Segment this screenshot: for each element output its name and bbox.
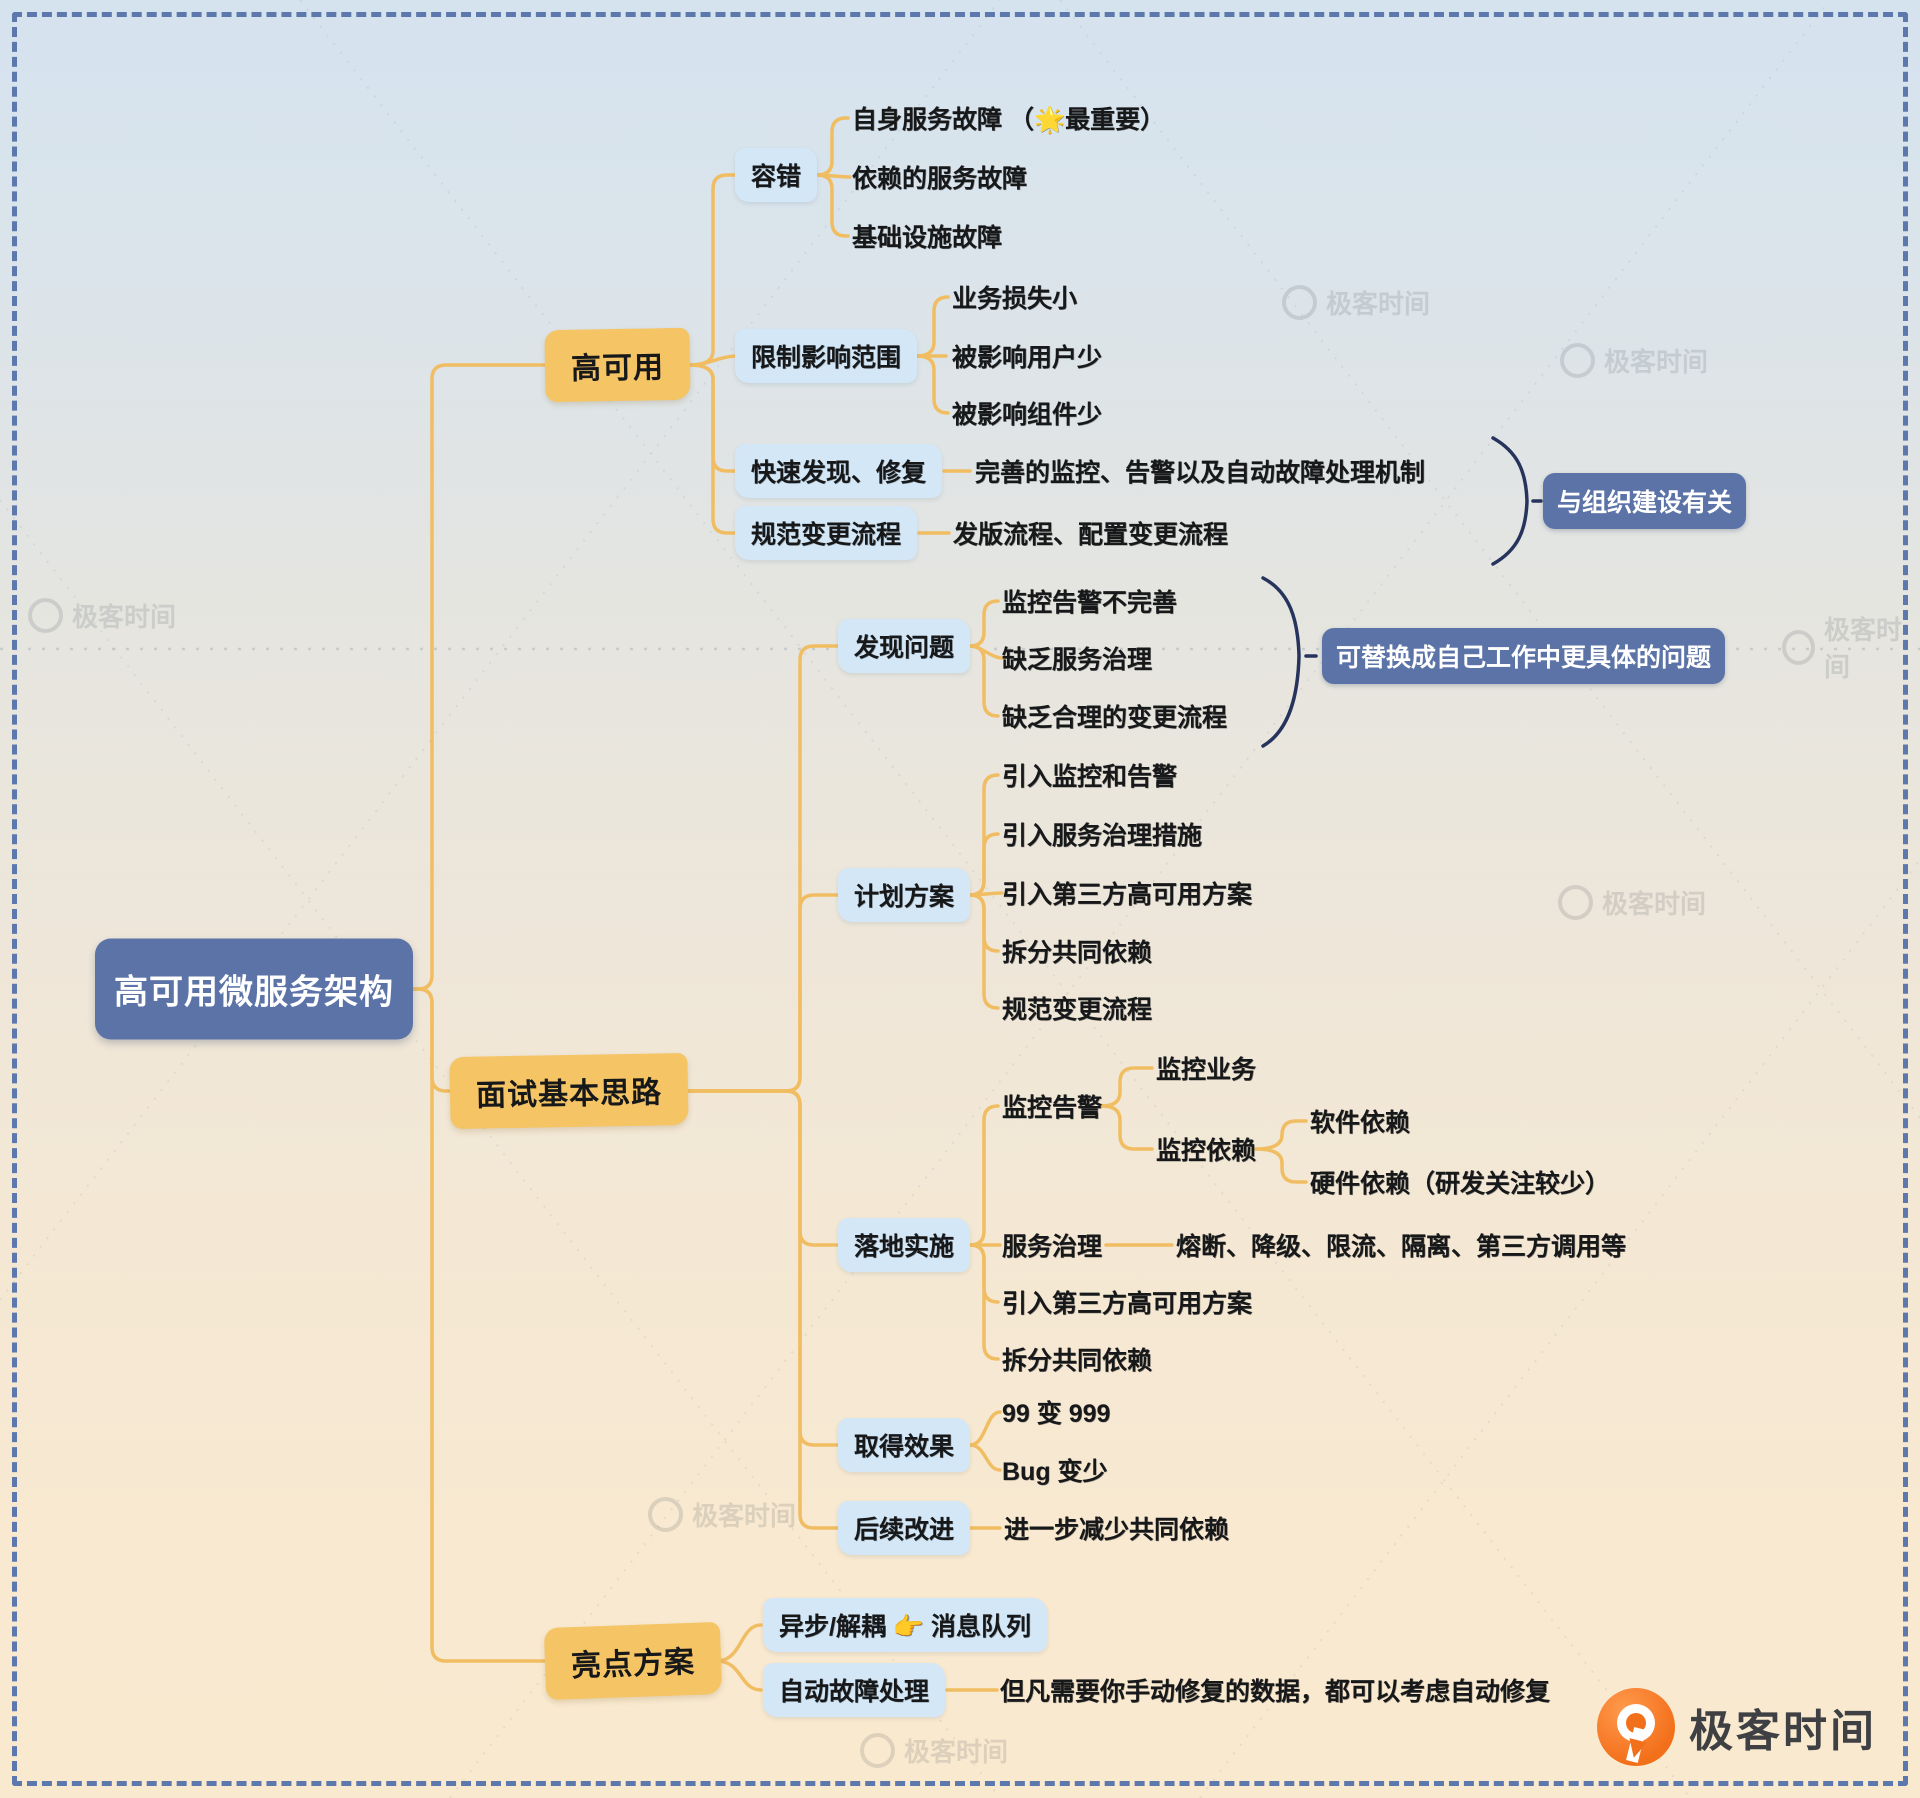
watermark-logo-icon (1782, 629, 1815, 665)
watermark-logo-icon (1560, 343, 1595, 378)
leaf-infrastructure-failure[interactable]: 基础设施故障 (852, 224, 1003, 252)
logo-inner-ring (1617, 1704, 1655, 1742)
watermark: 极客时间 (1782, 610, 1920, 684)
leaf-complete-monitoring[interactable]: 完善的监控、告警以及自动故障处理机制 (975, 459, 1426, 487)
leaf-own-service-failure[interactable]: 自身服务故障 （🌟最重要） (852, 106, 1166, 134)
topic-auto-failure-handling[interactable]: 自动故障处理 (763, 1663, 946, 1717)
leaf-few-affected-components[interactable]: 被影响组件少 (952, 401, 1103, 429)
leaf-introduce-thirdparty-ha[interactable]: 引入第三方高可用方案 (1002, 881, 1253, 909)
watermark-label: 极客时间 (1602, 889, 1707, 919)
leaf-auto-failure-detail[interactable]: 但凡需要你手动修复的数据，都可以考虑自动修复 (1000, 1678, 1551, 1706)
note-replace-with-own-problems[interactable]: 可替换成自己工作中更具体的问题 (1322, 628, 1726, 684)
watermark-logo-icon (1558, 885, 1593, 920)
watermark: 极客时间 (1558, 884, 1706, 921)
leaf-standardize-change-process[interactable]: 规范变更流程 (1002, 996, 1153, 1024)
leaf-few-affected-users[interactable]: 被影响用户少 (952, 344, 1103, 372)
leaf-introduce-governance[interactable]: 引入服务治理措施 (1002, 822, 1203, 850)
leaf-dependent-service-failure[interactable]: 依赖的服务故障 (852, 165, 1028, 193)
leaf-lack-governance[interactable]: 缺乏服务治理 (1002, 646, 1153, 674)
branch-highlight-solutions[interactable]: 亮点方案 (543, 1621, 723, 1701)
topic-improvements[interactable]: 后续改进 (838, 1501, 971, 1555)
topic-results[interactable]: 取得效果 (838, 1418, 971, 1472)
leaf-governance-detail[interactable]: 熔断、降级、限流、隔离、第三方调用等 (1176, 1233, 1627, 1261)
leaf-monitor-dependencies[interactable]: 监控依赖 (1156, 1137, 1257, 1165)
topic-change-process[interactable]: 规范变更流程 (735, 506, 918, 560)
watermark-logo-icon (1282, 285, 1317, 320)
watermark-label: 极客时间 (1326, 289, 1431, 319)
geektime-logo-icon (1597, 1688, 1675, 1766)
leaf-further-reduce-deps[interactable]: 进一步减少共同依赖 (1004, 1516, 1230, 1544)
topic-plan[interactable]: 计划方案 (838, 868, 971, 922)
branch-high-availability[interactable]: 高可用 (544, 327, 691, 403)
leaf-split-common-deps[interactable]: 拆分共同依赖 (1002, 939, 1153, 967)
brand-logo: 极客时间 (1597, 1688, 1877, 1766)
brand-name: 极客时间 (1689, 1707, 1877, 1756)
leaf-fewer-bugs[interactable]: Bug 变少 (1002, 1458, 1108, 1486)
note-organization-building[interactable]: 与组织建设有关 (1543, 473, 1747, 529)
watermark-label: 极客时间 (692, 1501, 797, 1531)
leaf-small-business-loss[interactable]: 业务损失小 (952, 285, 1078, 313)
leaf-lack-change-process[interactable]: 缺乏合理的变更流程 (1002, 704, 1228, 732)
watermark: 极客时间 (1282, 284, 1430, 321)
leaf-monitor-business[interactable]: 监控业务 (1156, 1056, 1257, 1084)
leaf-release-config-process[interactable]: 发版流程、配置变更流程 (953, 521, 1229, 549)
leaf-monitoring-incomplete[interactable]: 监控告警不完善 (1002, 589, 1178, 617)
topic-fault-tolerance[interactable]: 容错 (735, 148, 818, 202)
watermark-label: 极客时间 (904, 1737, 1009, 1767)
watermark-label: 极客时间 (72, 602, 177, 632)
watermark-label: 极客时间 (1823, 615, 1902, 682)
watermark: 极客时间 (28, 597, 176, 634)
watermark: 极客时间 (860, 1732, 1008, 1769)
leaf-impl-thirdparty-ha[interactable]: 引入第三方高可用方案 (1002, 1290, 1253, 1318)
topic-implementation[interactable]: 落地实施 (838, 1218, 971, 1272)
watermark-logo-icon (648, 1497, 683, 1532)
watermark: 极客时间 (648, 1496, 796, 1533)
root-node[interactable]: 高可用微服务架构 (95, 938, 413, 1040)
watermark: 极客时间 (1560, 342, 1708, 379)
topic-find-problems[interactable]: 发现问题 (838, 619, 971, 673)
topic-limit-impact[interactable]: 限制影响范围 (735, 329, 918, 383)
leaf-monitoring-alerts[interactable]: 监控告警 (1002, 1094, 1103, 1122)
leaf-impl-split-deps[interactable]: 拆分共同依赖 (1002, 1347, 1153, 1375)
brace-marks (1261, 436, 1543, 748)
leaf-99-to-999[interactable]: 99 变 999 (1002, 1400, 1111, 1428)
leaf-hardware-dependency[interactable]: 硬件依赖（研发关注较少） (1310, 1170, 1611, 1198)
watermark-logo-icon (28, 598, 63, 633)
connectors (403, 116, 1308, 1692)
leaf-introduce-monitoring[interactable]: 引入监控和告警 (1002, 763, 1178, 791)
watermark-label: 极客时间 (1604, 347, 1709, 377)
branch-interview-approach[interactable]: 面试基本思路 (449, 1052, 689, 1130)
leaf-software-dependency[interactable]: 软件依赖 (1310, 1109, 1411, 1137)
leaf-service-governance[interactable]: 服务治理 (1002, 1233, 1103, 1261)
watermark-logo-icon (860, 1733, 895, 1768)
topic-quick-discovery[interactable]: 快速发现、修复 (735, 444, 943, 498)
topic-async-decouple[interactable]: 异步/解耦 👉 消息队列 (763, 1598, 1047, 1652)
